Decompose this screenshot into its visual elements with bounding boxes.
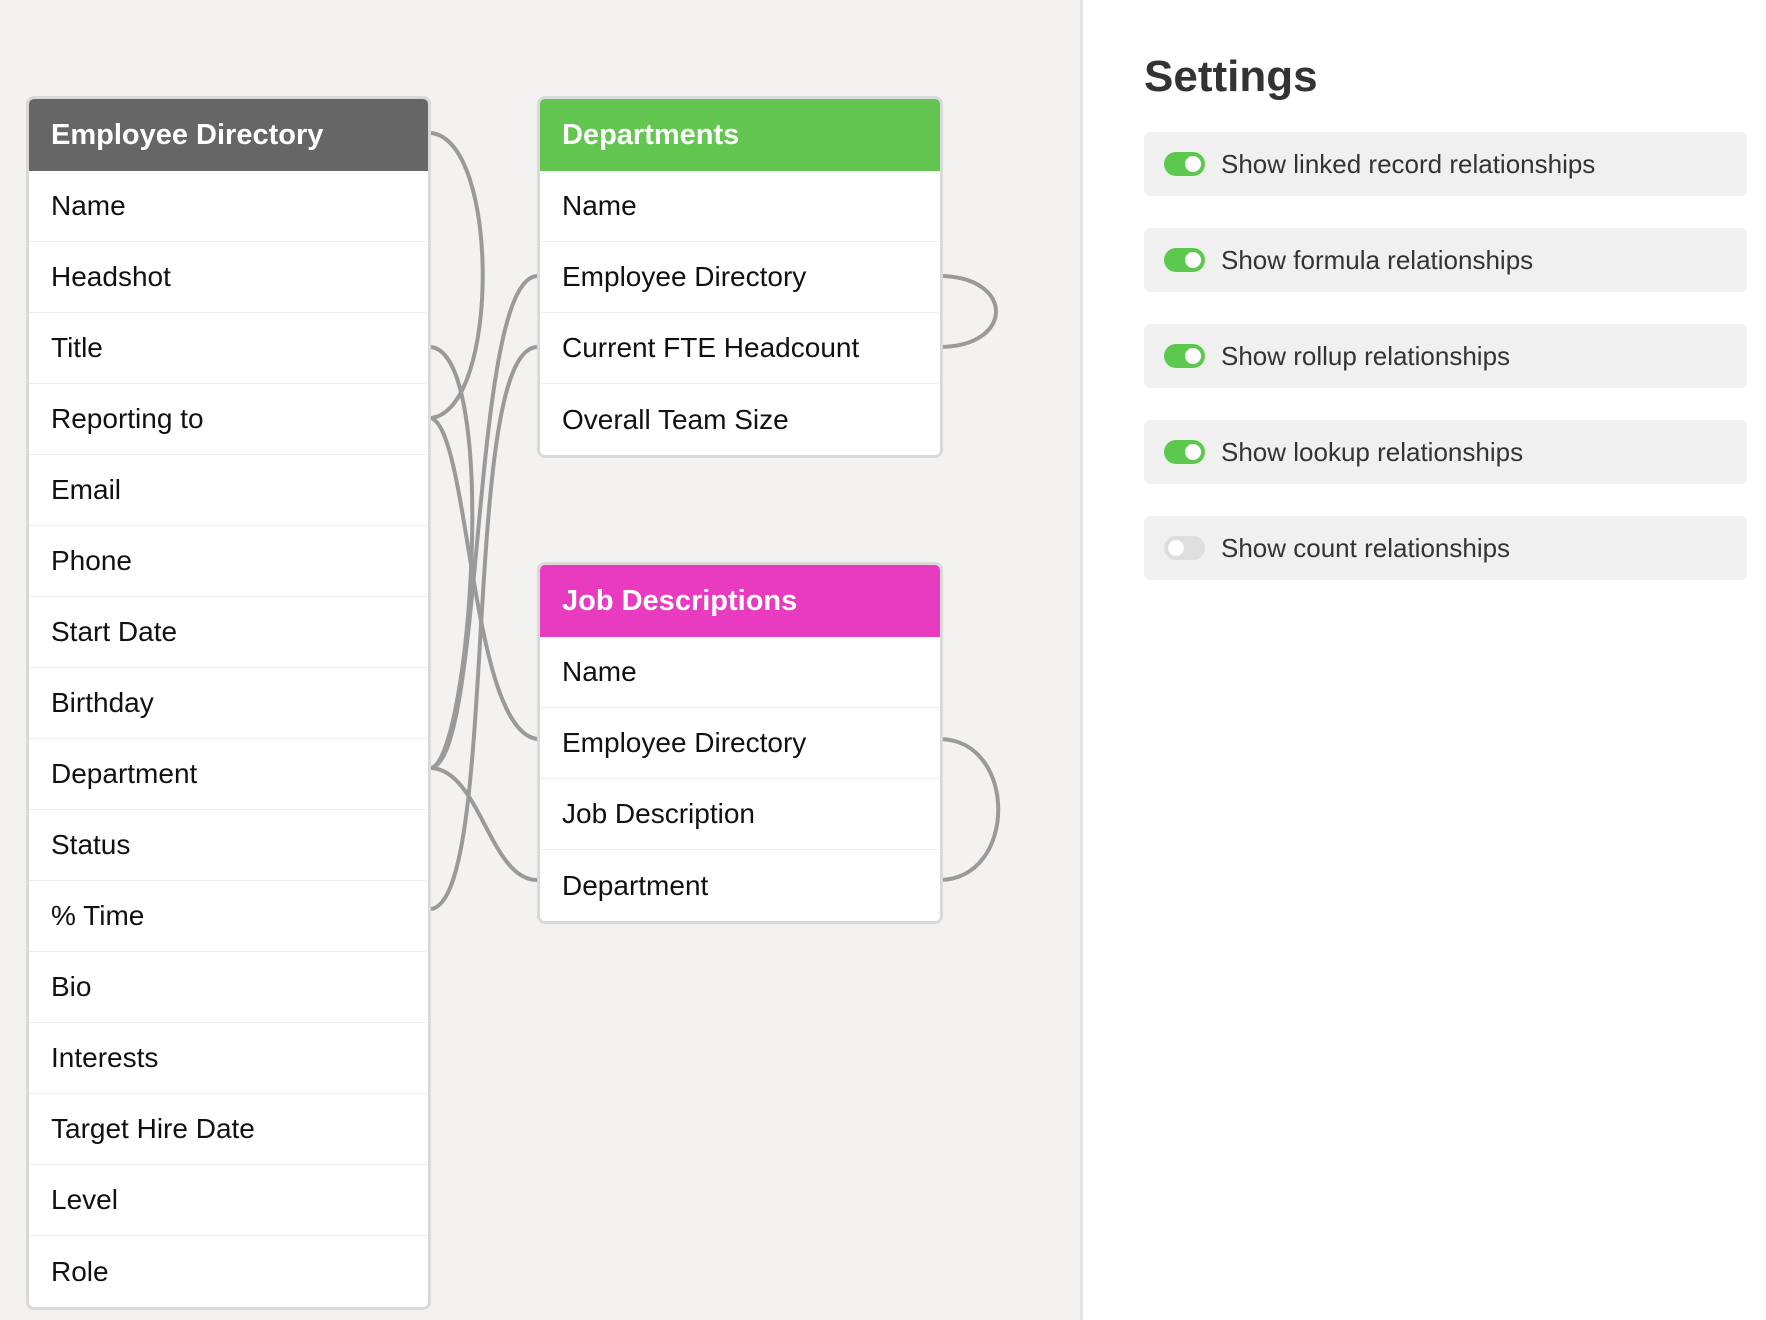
field-row[interactable]: Status: [29, 810, 428, 881]
toggle-switch[interactable]: [1164, 440, 1205, 464]
field-row[interactable]: Reporting to: [29, 384, 428, 455]
toggle-switch[interactable]: [1164, 536, 1205, 560]
setting-label: Show formula relationships: [1221, 244, 1534, 275]
toggle-switch[interactable]: [1164, 248, 1205, 272]
field-row[interactable]: Birthday: [29, 668, 428, 739]
field-row[interactable]: Department: [29, 739, 428, 810]
toggle-knob: [1168, 540, 1184, 556]
setting-lookup[interactable]: Show lookup relationships: [1144, 420, 1747, 484]
link-emp-pcttime-deptfte: [430, 345, 538, 911]
settings-panel: Settings Show linked record relationship…: [1080, 0, 1766, 1320]
field-row[interactable]: Target Hire Date: [29, 1094, 428, 1165]
field-row[interactable]: Name: [29, 171, 428, 242]
toggle-switch[interactable]: [1164, 152, 1205, 176]
field-row[interactable]: Job Description: [540, 779, 940, 850]
field-row[interactable]: Employee Directory: [540, 708, 940, 779]
field-row[interactable]: % Time: [29, 881, 428, 952]
field-row[interactable]: Phone: [29, 526, 428, 597]
field-row[interactable]: Name: [540, 171, 940, 242]
toggle-knob: [1185, 252, 1201, 268]
field-row[interactable]: Interests: [29, 1023, 428, 1094]
link-emp-department-jobdept: [430, 766, 538, 882]
field-row[interactable]: Role: [29, 1236, 428, 1307]
field-row[interactable]: Name: [540, 637, 940, 708]
setting-formula[interactable]: Show formula relationships: [1144, 228, 1747, 292]
field-row[interactable]: Employee Directory: [540, 242, 940, 313]
toggle-switch[interactable]: [1164, 344, 1205, 368]
field-row[interactable]: Overall Team Size: [540, 384, 940, 455]
setting-label: Show lookup relationships: [1221, 436, 1524, 467]
link-emp-department-deptemp: [430, 274, 538, 770]
link-emp-header-reporting: [430, 131, 485, 420]
link-emp-reporting-jobemp: [429, 416, 538, 741]
field-row[interactable]: Title: [29, 313, 428, 384]
setting-linked-records[interactable]: Show linked record relationships: [1144, 132, 1747, 196]
field-row[interactable]: Bio: [29, 952, 428, 1023]
setting-count[interactable]: Show count relationships: [1144, 516, 1747, 580]
table-header[interactable]: Job Descriptions: [540, 565, 940, 637]
setting-label: Show count relationships: [1221, 532, 1511, 563]
link-job-self: [938, 737, 1001, 882]
field-row[interactable]: Current FTE Headcount: [540, 313, 940, 384]
toggle-knob: [1185, 444, 1201, 460]
settings-title: Settings: [1144, 52, 1318, 101]
field-row[interactable]: Department: [540, 850, 940, 921]
setting-rollup[interactable]: Show rollup relationships: [1144, 324, 1747, 388]
setting-label: Show rollup relationships: [1221, 340, 1511, 371]
field-row[interactable]: Headshot: [29, 242, 428, 313]
table-header[interactable]: Departments: [540, 99, 940, 171]
table-header[interactable]: Employee Directory: [29, 99, 428, 171]
field-row[interactable]: Start Date: [29, 597, 428, 668]
toggle-knob: [1185, 348, 1201, 364]
link-emp-title-department: [430, 345, 475, 770]
toggle-knob: [1185, 156, 1201, 172]
setting-label: Show linked record relationships: [1221, 148, 1596, 179]
link-dep-self: [938, 274, 998, 349]
field-row[interactable]: Level: [29, 1165, 428, 1236]
field-row[interactable]: Email: [29, 455, 428, 526]
